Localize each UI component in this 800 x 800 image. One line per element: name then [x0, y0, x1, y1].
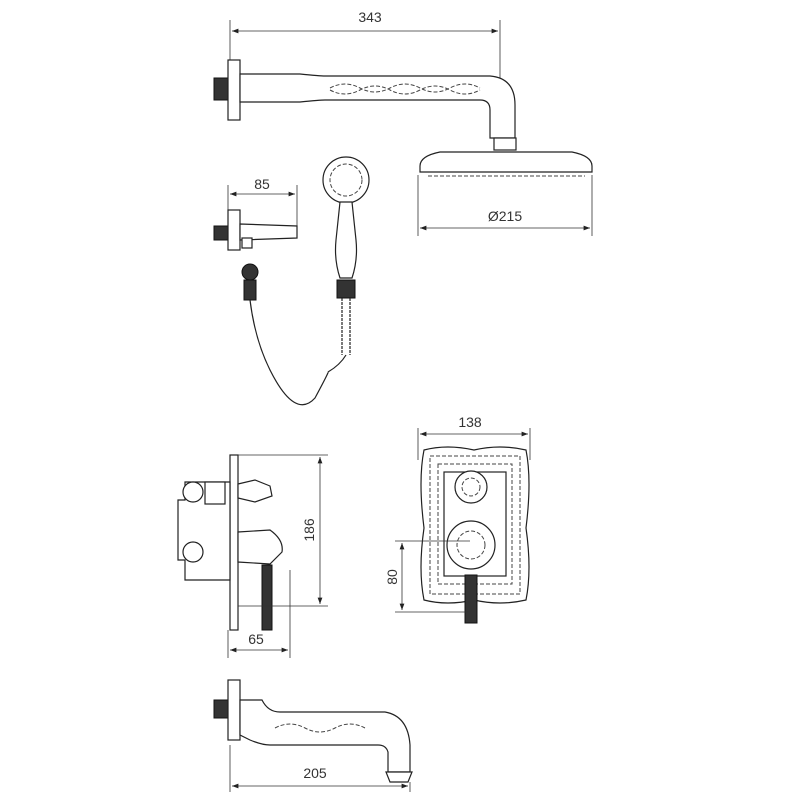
shower-head	[417, 151, 593, 236]
mixer-front-view	[395, 428, 531, 624]
dimension-mixer-height: 186	[301, 518, 317, 542]
dimension-spout-length: 205	[303, 765, 327, 781]
dimension-bracket-length: 85	[254, 176, 270, 192]
mixer-side-view	[177, 454, 328, 658]
hand-shower	[241, 156, 370, 406]
bath-spout	[213, 679, 413, 792]
dimension-mixer-depth: 65	[248, 631, 264, 647]
wall-bracket	[213, 185, 298, 251]
dimension-head-diameter: Ø215	[488, 208, 522, 224]
dimension-outlet-height: 80	[384, 569, 400, 585]
dimension-plate-width: 138	[458, 414, 482, 430]
dimension-arm-length: 343	[358, 9, 382, 25]
shower-arm	[213, 20, 517, 151]
